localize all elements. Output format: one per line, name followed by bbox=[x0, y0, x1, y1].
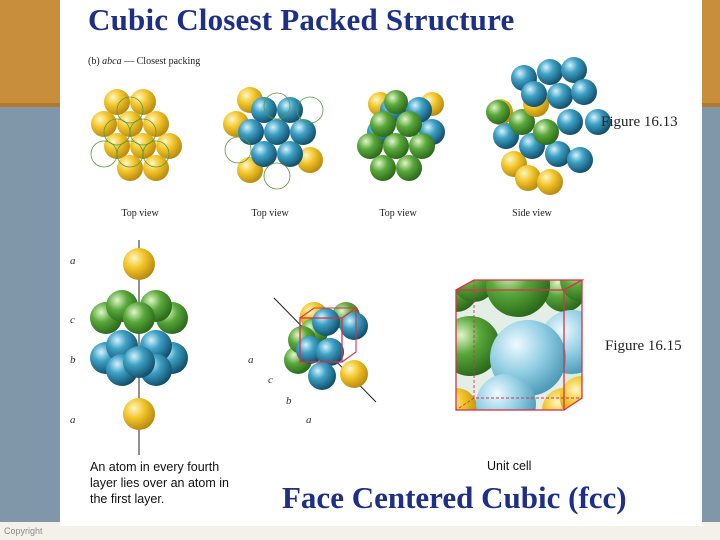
packing-illustration bbox=[90, 57, 611, 455]
layer-label-4: a bbox=[70, 414, 76, 426]
layer-note: An atom in every fourth layer lies over … bbox=[90, 460, 229, 506]
figure-label-top: Figure 16.13 bbox=[601, 114, 678, 130]
top-view-1 bbox=[90, 89, 182, 181]
unit-cell-label: Unit cell bbox=[487, 459, 532, 473]
unit-cell-cube bbox=[455, 279, 585, 411]
subtitle-italic: abca bbox=[102, 56, 122, 67]
slide-title: Cubic Closest Packed Structure bbox=[88, 2, 515, 37]
figure-label-bottom: Figure 16.15 bbox=[605, 338, 682, 354]
subtitle-suffix: — Closest packing bbox=[121, 56, 201, 67]
layer-label-1: a bbox=[70, 255, 76, 267]
view-label-2: Top view bbox=[251, 208, 289, 219]
side-view bbox=[486, 57, 611, 195]
footer-band bbox=[0, 522, 720, 540]
axis-label-2: c bbox=[268, 374, 273, 386]
top-view-3 bbox=[357, 90, 445, 181]
axis-label-4: a bbox=[306, 414, 312, 426]
layer-stack bbox=[90, 240, 188, 455]
view-label-4: Side view bbox=[512, 208, 552, 219]
axis-label-1: a bbox=[248, 354, 254, 366]
view-label-1: Top view bbox=[121, 208, 159, 219]
subtitle-prefix: (b) bbox=[88, 56, 103, 67]
top-view-2 bbox=[223, 87, 324, 190]
layer-label-3: b bbox=[70, 354, 76, 366]
layer-label-2: c bbox=[70, 314, 75, 326]
slide-content[interactable]: Cubic Closest Packed Structure (b) abca … bbox=[60, 0, 702, 526]
packing-subtitle: (b) abca — Closest packing bbox=[88, 56, 200, 67]
view-label-3: Top view bbox=[379, 208, 417, 219]
copyright-note: Copyright bbox=[4, 526, 43, 536]
fcc-cluster bbox=[273, 297, 377, 403]
fcc-title: Face Centered Cubic (fcc) bbox=[282, 480, 627, 515]
axis-label-3: b bbox=[286, 395, 292, 407]
